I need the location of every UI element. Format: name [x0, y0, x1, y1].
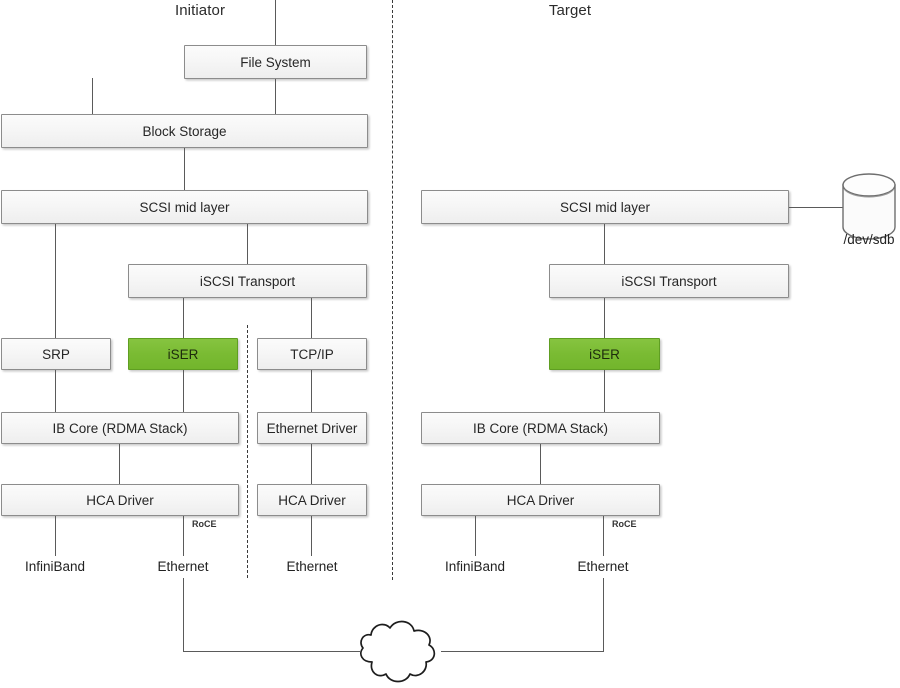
connector-scsi-to-srp — [55, 224, 56, 338]
connector-hca-tcp-to-ethernet — [311, 516, 312, 556]
endpoint-initiator-ethernet-roce: Ethernet — [157, 559, 209, 574]
connector-ib-core-to-hca-driver — [119, 444, 120, 484]
connector-tcpip-to-ethernet-driver — [311, 370, 312, 412]
box-target-ib-core[interactable]: IB Core (RDMA Stack) — [421, 412, 660, 444]
connector-iser-to-ib-core — [183, 370, 184, 412]
box-initiator-hca-driver-rdma[interactable]: HCA Driver — [1, 484, 239, 516]
connector-target-hca-to-infiniband — [475, 516, 476, 556]
endpoint-initiator-ethernet-tcp: Ethernet — [286, 559, 338, 574]
box-initiator-iser[interactable]: iSER — [128, 338, 238, 370]
connector-srp-to-ib-core — [55, 370, 56, 412]
connector-stub-above-block-storage — [92, 78, 93, 114]
box-initiator-ib-core[interactable]: IB Core (RDMA Stack) — [1, 412, 239, 444]
endpoint-initiator-infiniband: InfiniBand — [24, 559, 86, 574]
box-initiator-tcpip[interactable]: TCP/IP — [257, 338, 367, 370]
connector-top-to-file-system — [275, 0, 276, 45]
connector-iscsi-transport-to-iser — [183, 298, 184, 338]
box-target-scsi-mid-layer[interactable]: SCSI mid layer — [421, 190, 789, 224]
box-initiator-ethernet-driver[interactable]: Ethernet Driver — [257, 412, 367, 444]
connector-target-iser-to-ib-core — [604, 370, 605, 412]
box-target-iser[interactable]: iSER — [549, 338, 660, 370]
connector-iscsi-transport-to-tcpip — [311, 298, 312, 338]
connector-target-hca-to-ethernet-roce — [603, 516, 604, 556]
box-initiator-file-system[interactable]: File System — [184, 45, 367, 79]
connector-target-scsi-to-iscsi-transport — [604, 224, 605, 264]
initiator-target-divider — [392, 0, 393, 580]
section-title-target: Target — [548, 2, 592, 19]
connector-scsi-to-disk — [789, 207, 843, 208]
section-title-initiator: Initiator — [174, 2, 226, 19]
label-target-roce: RoCE — [612, 519, 637, 529]
box-target-iscsi-transport[interactable]: iSCSI Transport — [549, 264, 789, 298]
network-cloud-icon — [352, 612, 448, 688]
connector-ethernet-driver-to-hca-driver — [311, 444, 312, 484]
rdma-tcp-path-divider — [247, 325, 248, 578]
connector-target-iscsi-transport-to-iser — [604, 298, 605, 338]
connector-initiator-ethernet-to-fabric — [183, 578, 184, 652]
label-initiator-roce: RoCE — [192, 519, 217, 529]
connector-hca-to-infiniband — [55, 516, 56, 556]
box-initiator-iscsi-transport[interactable]: iSCSI Transport — [128, 264, 367, 298]
connector-hca-to-ethernet-roce — [183, 516, 184, 556]
connector-fabric-right-run — [441, 651, 604, 652]
box-target-hca-driver[interactable]: HCA Driver — [421, 484, 660, 516]
connector-block-storage-to-scsi — [184, 148, 185, 190]
box-initiator-scsi-mid-layer[interactable]: SCSI mid layer — [1, 190, 368, 224]
connector-target-ethernet-to-fabric — [603, 578, 604, 652]
connector-fabric-left-run — [183, 651, 360, 652]
box-initiator-srp[interactable]: SRP — [1, 338, 111, 370]
connector-target-ib-core-to-hca-driver — [540, 444, 541, 484]
connector-scsi-to-iscsi-transport — [247, 224, 248, 264]
box-initiator-block-storage[interactable]: Block Storage — [1, 114, 368, 148]
disk-cylinder-icon — [841, 173, 897, 240]
endpoint-target-ethernet: Ethernet — [577, 559, 629, 574]
connector-file-system-to-block-storage — [275, 79, 276, 114]
endpoint-target-infiniband: InfiniBand — [444, 559, 506, 574]
box-initiator-hca-driver-ethernet[interactable]: HCA Driver — [257, 484, 367, 516]
disk-label: /dev/sdb — [843, 232, 895, 247]
